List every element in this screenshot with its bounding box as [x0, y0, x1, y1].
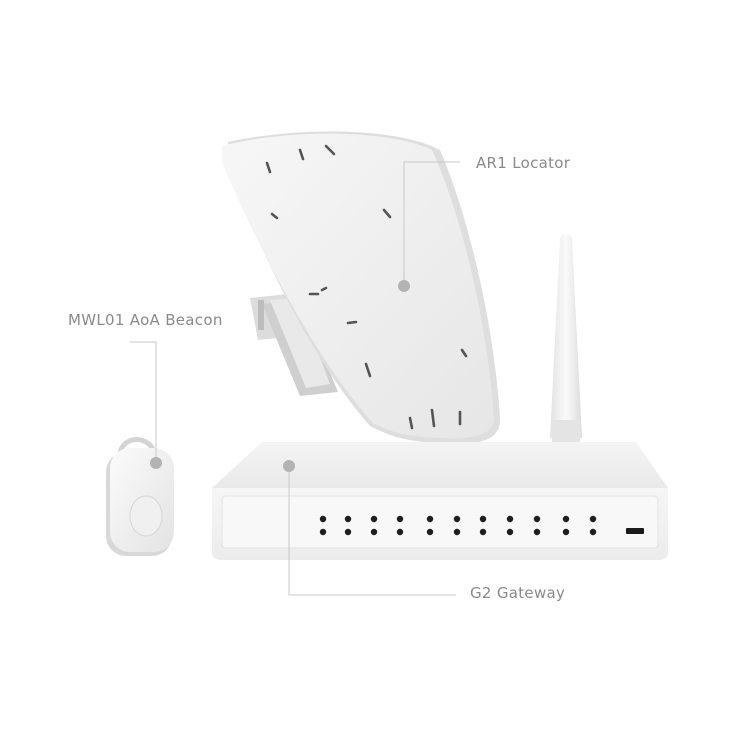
gateway-led-holes: [319, 515, 597, 536]
gateway-leader-line: [288, 466, 456, 596]
gateway-top: [212, 442, 668, 488]
callout-dots: [150, 280, 410, 472]
gateway-usb-port: [626, 528, 644, 534]
beacon-button: [129, 495, 163, 537]
callout-leaders: [130, 161, 460, 596]
locator-mount-bracket: [250, 294, 338, 396]
ar1-locator-device: [222, 131, 500, 445]
locator-plate: [222, 133, 494, 439]
gateway-antenna: [550, 234, 582, 444]
gateway-dot: [283, 460, 295, 472]
g2-gateway-device: [212, 442, 668, 560]
locator-slot-marks: [265, 144, 468, 430]
locator-dot: [398, 280, 410, 292]
locator-leader-line: [403, 161, 460, 286]
beacon-leader-line: [130, 341, 157, 462]
ar1-locator-label: AR1 Locator: [476, 154, 571, 172]
g2-gateway-label: G2 Gateway: [470, 584, 566, 602]
mwl01-beacon-label: MWL01 AoA Beacon: [68, 311, 223, 329]
beacon-dot: [150, 457, 162, 469]
mwl01-beacon-device: [106, 437, 174, 556]
